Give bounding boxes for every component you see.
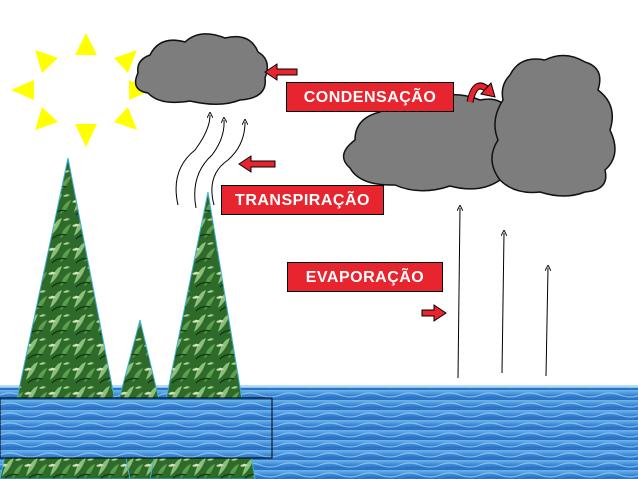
evaporation-label: EVAPORAÇÃO [287,262,443,292]
transpiration-label: TRANSPIRAÇÃO [221,185,384,215]
arrow-icon [421,304,447,322]
cloud-icon [491,54,616,197]
pond-box [0,397,273,459]
arrow-icon [264,63,298,81]
arrow-icon [466,81,496,103]
cloud-icon [134,33,269,105]
sun-icon [11,33,152,147]
transpiration-arrows [175,115,245,209]
evaporation-arrows [458,208,548,379]
arrow-icon [238,155,276,173]
condensation-label: CONDENSAÇÃO [286,82,454,112]
